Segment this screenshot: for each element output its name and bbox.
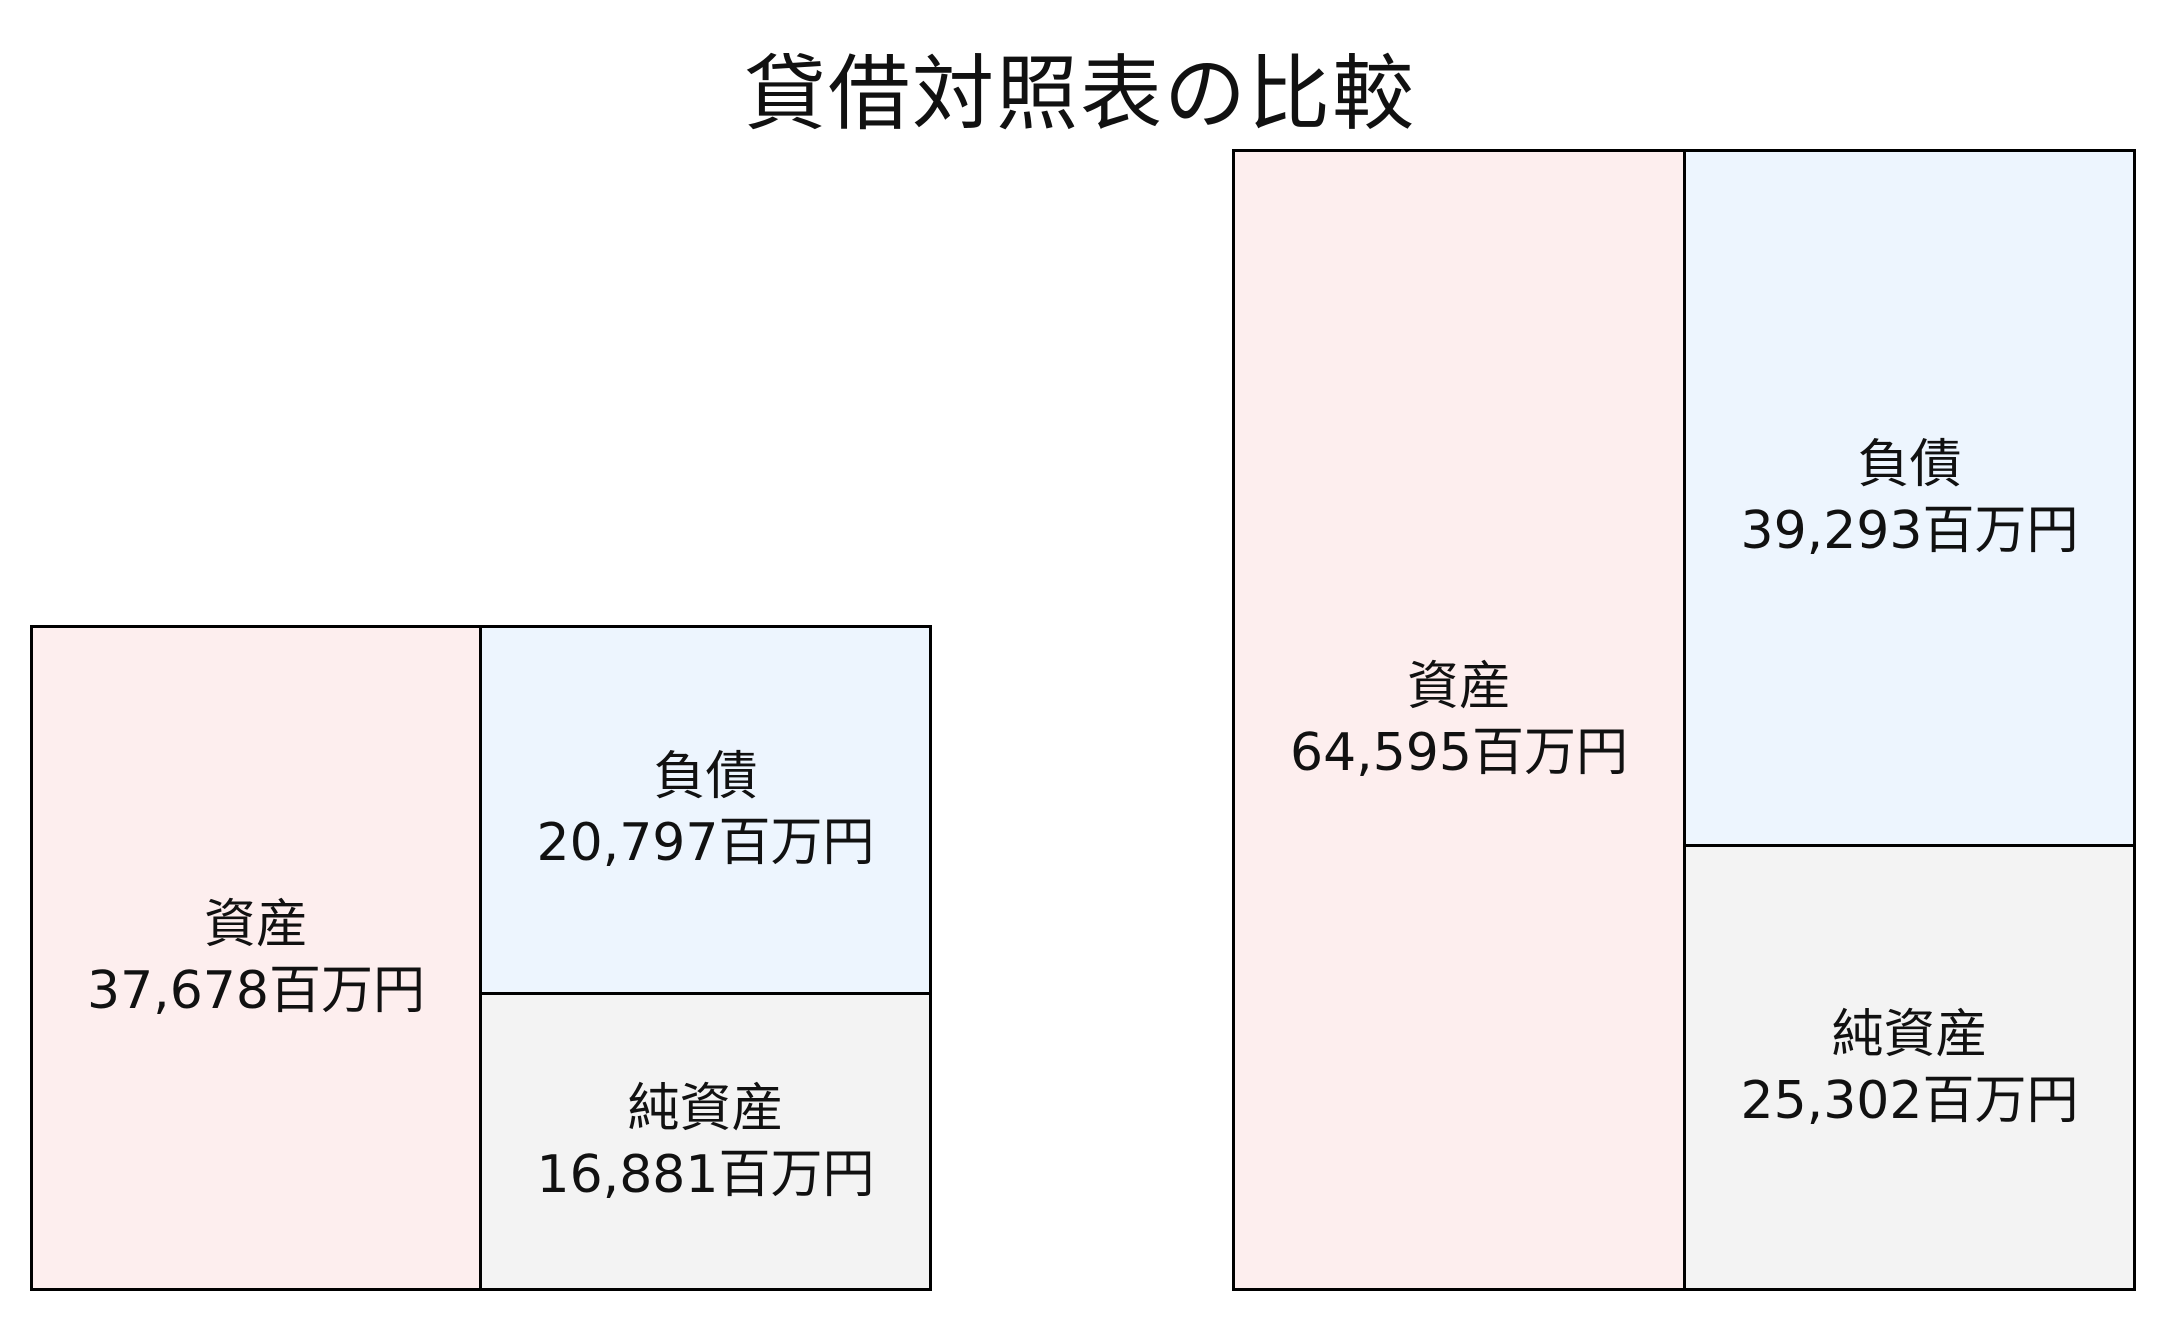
- net-assets-box: 純資産 16,881百万円: [479, 992, 932, 1291]
- assets-label: 資産: [203, 895, 308, 955]
- page-title: 貸借対照表の比較: [743, 47, 1416, 142]
- net-assets-box: 純資産 25,302百万円: [1683, 844, 2136, 1291]
- liabilities-value: 39,293百万円: [1740, 501, 2079, 561]
- assets-value: 37,678百万円: [87, 961, 425, 1021]
- net-assets-label: 純資産: [1831, 1004, 1988, 1065]
- assets-label: 資産: [1406, 657, 1511, 717]
- net-assets-label: 純資産: [627, 1078, 784, 1139]
- liabilities-label: 負債: [653, 747, 758, 807]
- net-assets-value: 25,302百万円: [1740, 1070, 2079, 1131]
- liabilities-box: 負債 39,293百万円: [1683, 149, 2136, 847]
- assets-box: 資産 37,678百万円: [30, 625, 482, 1291]
- assets-box: 資産 64,595百万円: [1232, 149, 1686, 1291]
- liabilities-box: 負債 20,797百万円: [479, 625, 932, 995]
- liabilities-value: 20,797百万円: [536, 813, 875, 873]
- net-assets-value: 16,881百万円: [536, 1144, 875, 1205]
- liabilities-label: 負債: [1857, 435, 1962, 495]
- assets-value: 64,595百万円: [1290, 723, 1628, 783]
- balance-sheet-left: 資産 37,678百万円 負債 20,797百万円 純資産 16,881百万円: [30, 625, 932, 1291]
- balance-sheet-right: 資産 64,595百万円 負債 39,293百万円 純資産 25,302百万円: [1232, 149, 2136, 1291]
